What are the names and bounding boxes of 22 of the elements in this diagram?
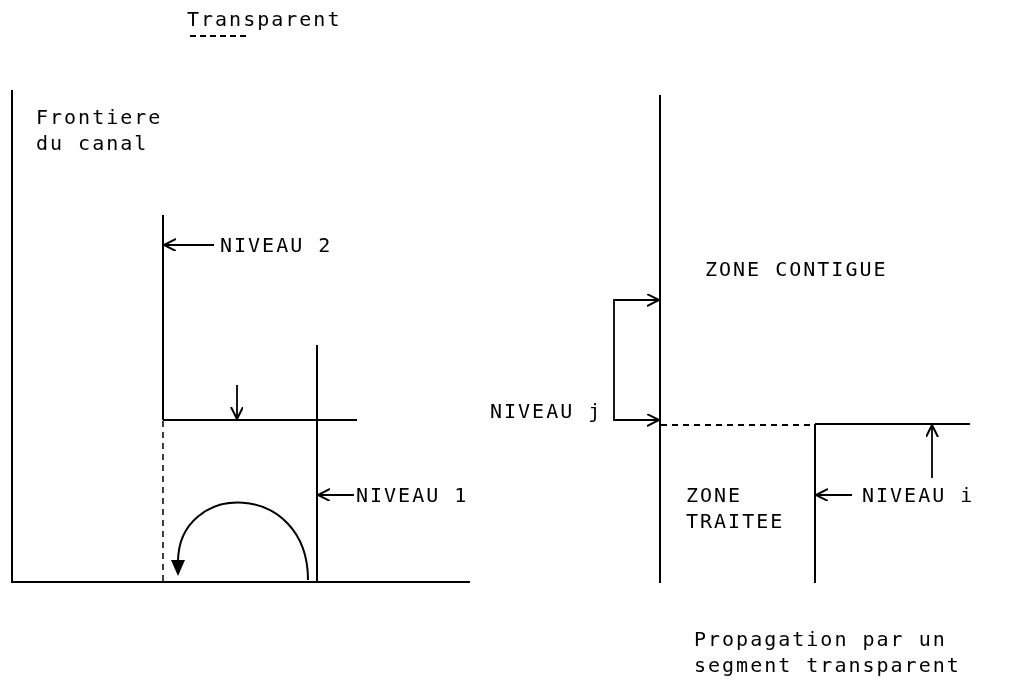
level-line xyxy=(316,345,318,583)
zone-label: ZONE TRAITEE xyxy=(686,482,786,534)
level-line xyxy=(162,215,164,420)
level-line xyxy=(814,424,816,583)
level-line xyxy=(659,95,661,583)
zone-label: ZONE CONTIGUE xyxy=(705,256,888,282)
level-label: NIVEAU 1 xyxy=(356,482,469,508)
caption-text: Propagation par un segment transparent xyxy=(694,626,962,678)
arrow xyxy=(815,488,853,502)
level-line xyxy=(163,419,357,421)
level-label: NIVEAU 2 xyxy=(220,232,333,258)
arrow xyxy=(925,424,939,479)
arrow xyxy=(613,293,660,412)
level-line xyxy=(815,423,970,425)
legend-text: Transparent xyxy=(187,6,342,32)
level-label: NIVEAU i xyxy=(862,482,975,508)
arrow xyxy=(163,238,215,252)
arrow xyxy=(230,384,244,420)
arrow xyxy=(317,488,355,502)
level-label: NIVEAU j xyxy=(490,398,614,424)
boundary-label: Frontiere du canal xyxy=(36,104,164,156)
arrow xyxy=(613,410,660,427)
